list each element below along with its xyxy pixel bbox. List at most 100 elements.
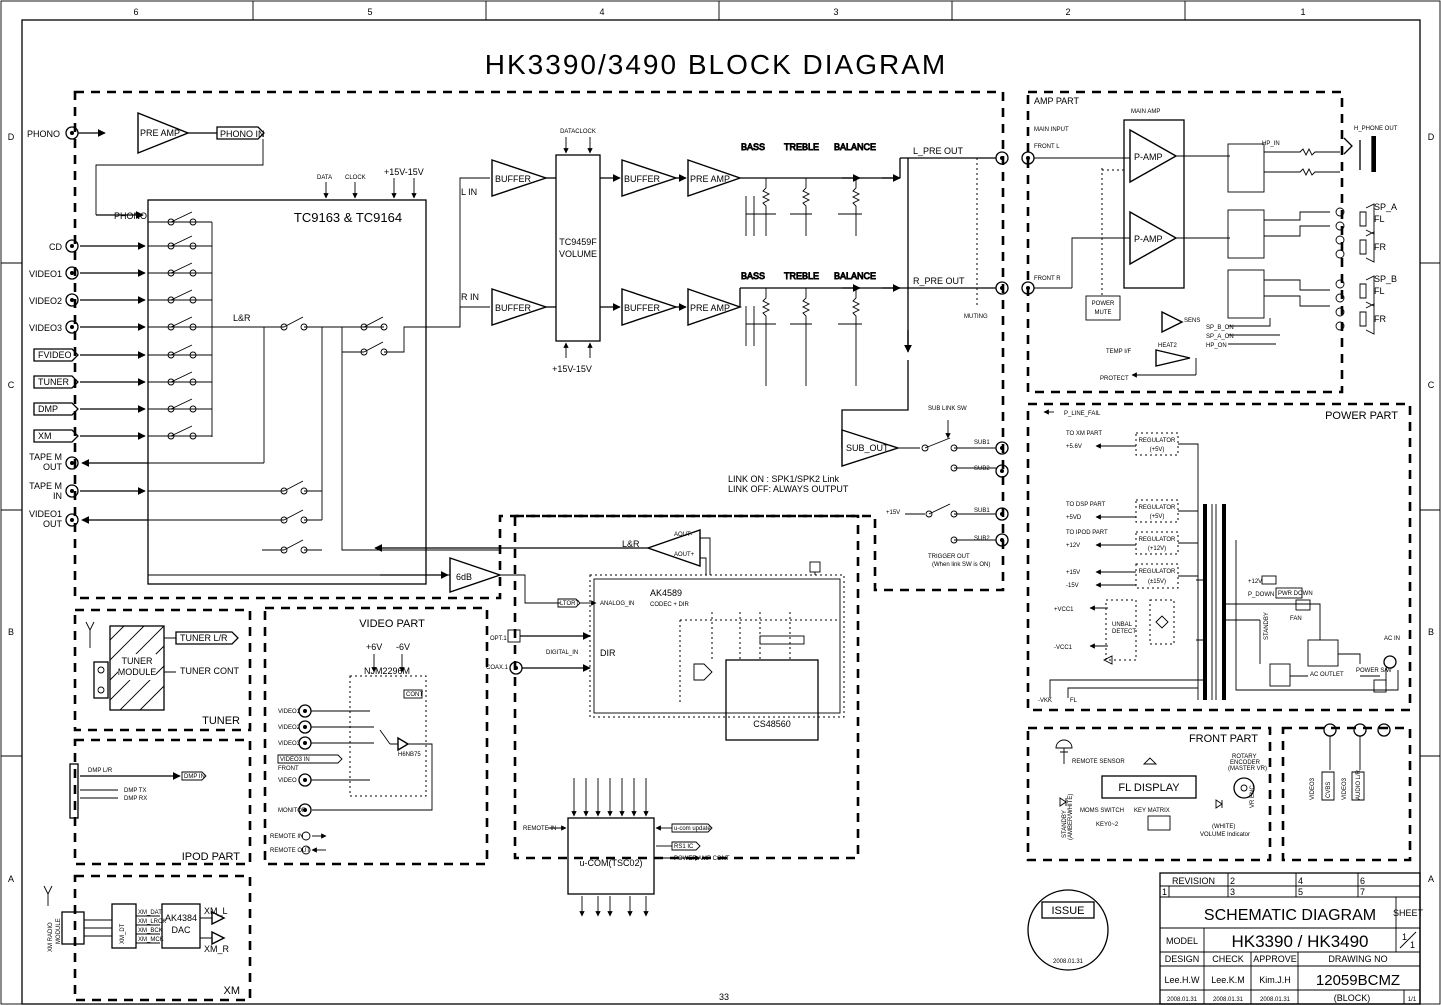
balance-r-label: BALANCE (834, 271, 876, 281)
rev-cell-1: 1 (1162, 887, 1167, 897)
video2-input: VIDEO2 (29, 294, 78, 306)
sp-a-fl-label: FL (1374, 214, 1385, 224)
video2-label: VIDEO2 (29, 296, 62, 306)
dmp-in-label: DMP IN (184, 774, 205, 780)
sub-link-label: SUB LINK SW (928, 406, 967, 412)
rev-cell-2: 2 (1230, 876, 1235, 886)
muting-label: MUTING (964, 314, 988, 320)
xm-r-label: XM_R (204, 944, 230, 954)
drawing-no-label: DRAWING NO (1328, 954, 1387, 964)
front-part-label: FRONT PART (1189, 733, 1258, 745)
pre-amp-label: PRE AMP (140, 128, 180, 138)
ac-in-label: AC IN (1384, 636, 1400, 642)
video3-jack-label: VIDEO3 (1310, 777, 1316, 800)
video-remote-in-label: REMOTE IN (270, 834, 303, 840)
xm-l-label: XM_L (204, 906, 228, 916)
issue-stamp: ISSUE 2008.01.31 (1028, 890, 1108, 970)
video1-input: VIDEO1 (29, 267, 78, 279)
xm-label: XM (38, 431, 52, 441)
monitor-label: MONITOR (278, 808, 307, 814)
page-number: 33 (719, 992, 729, 1002)
dsp-section: 6dB AOUT- AOUT+ L&R AK4589 CODEC + DIR D… (375, 516, 858, 858)
tuner-input: TUNER (34, 376, 78, 388)
dmp-rx-label: DMP RX (124, 796, 147, 802)
to-dsp-label: TO DSP PART (1066, 502, 1106, 508)
aout-minus-label: AOUT- (674, 532, 692, 538)
p-amp-l-label: P-AMP (1134, 152, 1163, 162)
design-date: 2008.01.31 (1167, 997, 1198, 1003)
power-part: POWER PART P_LINE_FAIL TO XM PART +5.6V … (1028, 404, 1410, 710)
tone-control-r: BASS TREBLE BALANCE (740, 271, 900, 386)
grid-row-a-right: A (1428, 874, 1434, 884)
cs48560-label: CS48560 (753, 719, 791, 729)
tuner-part: TUNER TUNER MODULE TUNER L/R TUNER CONT (75, 610, 250, 730)
ucom-update-label: u-com update (674, 826, 711, 832)
video3b-jack-label: VIDEO3 (1342, 777, 1348, 800)
p-line-fail-label: P_LINE_FAIL (1064, 411, 1101, 417)
video1-out-label-2: OUT (43, 519, 63, 529)
sens-label: SENS (1184, 318, 1200, 324)
opt1-label: OPT.1 (490, 636, 507, 642)
link-on-note: LINK ON : SPK1/SPK2 Link (728, 474, 840, 484)
vr-enc-label: VR ENC (1250, 785, 1256, 808)
fvideo-input: FVIDEO (34, 349, 78, 361)
dmp-lr-label: DMP L/R (88, 768, 113, 774)
buffer-r: BUFFER (492, 289, 546, 325)
v15p-label: +15V (1066, 570, 1080, 576)
v5vd-label: +5VD (1066, 515, 1082, 521)
designer-name: Lee.H.W (1164, 975, 1200, 985)
front-video-jack-label: VIDEO (278, 778, 297, 784)
main-audio-region (75, 92, 1003, 598)
trigger2-label: SUB2 (974, 536, 990, 542)
r-pre-out-label: R_PRE OUT (913, 276, 965, 286)
grid-row-d-left: D (8, 132, 15, 142)
v12-label: +12V (1066, 543, 1080, 549)
xm-input: XM (34, 430, 78, 442)
video1-label: VIDEO1 (29, 269, 62, 279)
grid-col-3: 3 (833, 7, 838, 17)
video-in3-label: VIDEO3 (278, 741, 301, 747)
ucom-label: u-COM(TSC02) (579, 858, 642, 868)
pre-amp-l-label: PRE AMP (690, 174, 730, 184)
ipod-part: IPOD PART DMP L/R DMP IN DMP TX DMP RX (70, 740, 250, 864)
p-down-label: P_DOWN (1248, 592, 1274, 598)
p-amp-r-label: P-AMP (1134, 234, 1163, 244)
sheet-label: SHEET (1393, 908, 1424, 918)
power-mute-label-1: POWER (1092, 301, 1115, 307)
volume-chip: TC9459F VOLUME DATACLOCK +15V-15V (552, 129, 600, 374)
sp-b-fr-label: FR (1374, 314, 1386, 324)
tape-out-label-1: TAPE M (29, 452, 62, 462)
trigger-supply-label: +15V (886, 510, 900, 516)
video-cont-label: CONT (406, 692, 423, 698)
ak4589-label-2: CODEC + DIR (650, 602, 690, 608)
reg2-label: REGULATOR (1139, 505, 1176, 511)
pre-outputs: L_PRE OUT R_PRE OUT MUTING (842, 146, 1008, 448)
trigger1-label: SUB1 (974, 508, 990, 514)
power-part-label: POWER PART (1325, 410, 1398, 422)
grid-col-4: 4 (599, 7, 604, 17)
front-video-label: FRONT (278, 766, 299, 772)
phono-in-label: PHONO IN (220, 129, 265, 139)
rotary-label-3: (MASTER VR) (1228, 766, 1267, 772)
v56-label: +5.6V (1066, 444, 1082, 450)
treble-r-label: TREBLE (784, 271, 819, 281)
grid-col-1: 1 (1300, 7, 1305, 17)
trigger-label-2: (When link SW is ON) (932, 562, 990, 568)
ts-label: 75 (414, 752, 421, 758)
front-r-label: FRONT R (1034, 276, 1061, 282)
unbal-label-2: DETECT (1112, 629, 1136, 635)
amp-part-label: AMP PART (1034, 96, 1080, 106)
phono-label: PHONO (27, 129, 60, 139)
bass-r-label: BASS (741, 271, 765, 281)
r-in-label: R IN (461, 292, 479, 302)
drawing-page: 1/1 (1408, 997, 1417, 1003)
hp-in-label: HP_IN (1262, 141, 1280, 147)
fl-display-label: FL DISPLAY (1118, 782, 1180, 794)
sheet-of: 1 (1410, 940, 1415, 950)
dac-label-2: DAC (171, 925, 191, 935)
approve-label: APPROVE (1253, 954, 1297, 964)
tape-out-label-2: OUT (43, 462, 63, 472)
selector-lr-label: L&R (233, 313, 251, 323)
model-value: HK3390 / HK3490 (1231, 932, 1368, 951)
input-arrows (80, 246, 148, 520)
